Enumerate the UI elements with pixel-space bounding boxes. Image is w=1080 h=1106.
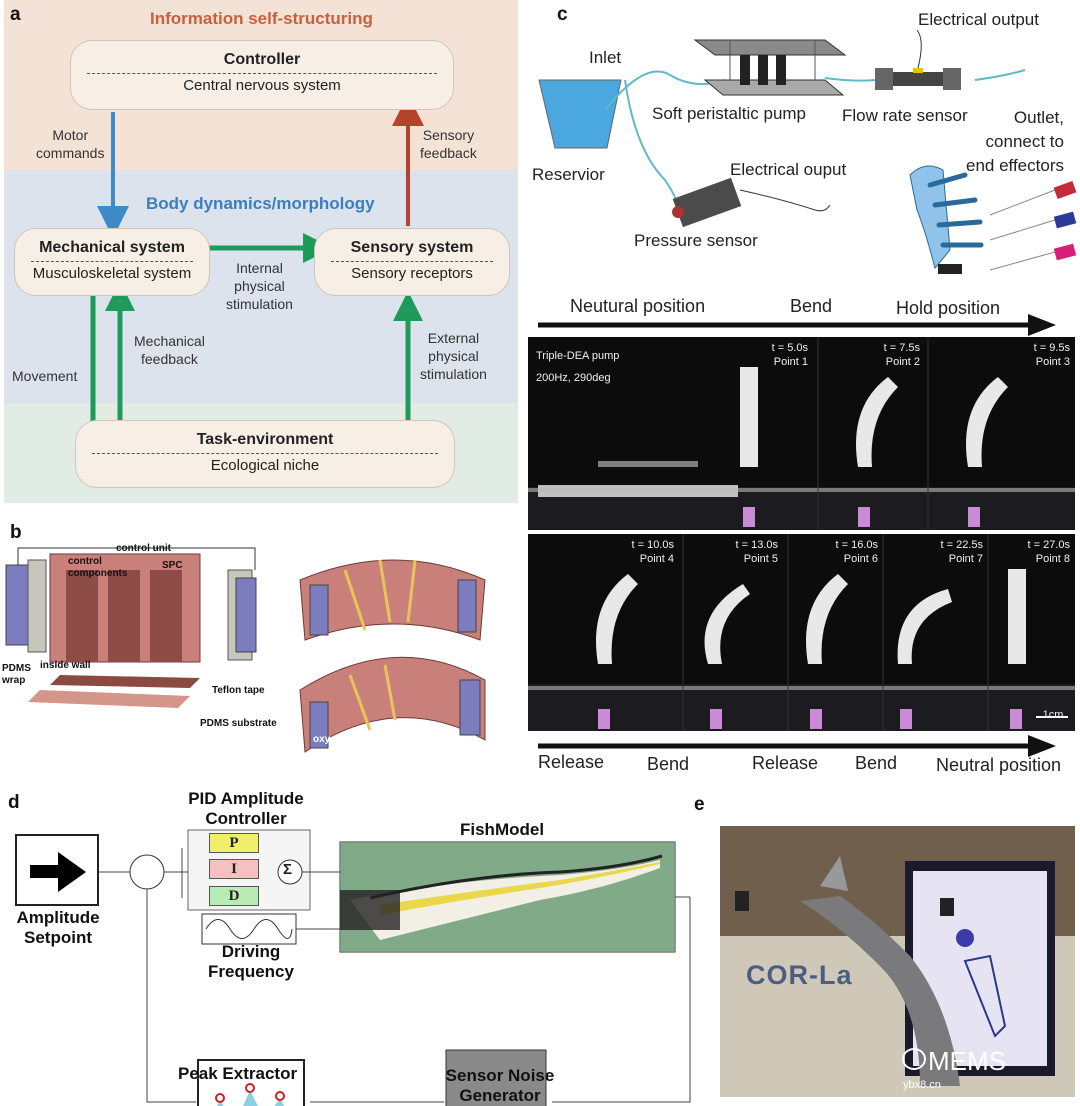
sensory-title: Sensory system [350,239,474,256]
bottom-arrow-label-4: Neutral position [936,755,1062,775]
controller-subtitle: Central nervous system [183,77,341,94]
bottom-timeline-arrow [538,735,1056,757]
movement-label: Movement [12,368,78,384]
electrical-output-label: Electrical output [918,10,1039,29]
panel-label-c: c [557,4,568,25]
inside-wall-label: inside wall [40,660,91,671]
panel-label-d: d [8,792,20,813]
band-title-information: Information self-structuring [150,9,373,28]
robot-photo: COR-La MEMS ybx8.cn [720,826,1075,1097]
fish-model-label: FishModel [460,820,545,839]
band-title-body: Body dynamics/morphology [146,194,375,213]
mechanical-title: Mechanical system [39,239,185,256]
task-subtitle: Ecological niche [210,457,320,474]
oxygen-label: oxygen [313,734,349,745]
pdms-substrate-label: PDMS substrate [200,718,277,729]
peak-extractor-label: Peak Extractor [178,1064,298,1083]
controller-title: Controller [223,51,301,68]
pid-i-block: I [209,859,259,879]
spc-actuator-illustration [5,547,486,753]
reservoir-label: Reservior [532,165,605,184]
inlet-label: Inlet [589,48,622,67]
task-box: Task-environment Ecological niche [75,420,455,488]
chat-icon [902,1048,926,1070]
watermark-url: ybx8.cn [903,1079,941,1091]
pid-p-block: P [209,833,259,853]
sensory-subtitle: Sensory receptors [351,265,473,282]
bottom-arrow-label-1: Bend [647,754,690,774]
top-arrow-label-1: Bend [790,296,833,316]
sum-symbol: Σ [283,861,293,878]
pid-d-block: D [209,886,259,906]
bottom-arrow-label-3: Bend [855,753,898,773]
flow-sensor-label: Flow rate sensor [842,106,968,125]
mechanical-box: Mechanical system Musculoskeletal system [14,228,210,296]
top-arrow-label-2: Hold position [896,298,1001,318]
sensory-box: Sensory system Sensory receptors [314,228,510,296]
panel-label-b: b [10,522,22,543]
top-timeline-arrow [538,314,1056,336]
panel-label-e: e [694,794,705,815]
pressure-sensor-label: Pressure sensor [634,231,758,250]
wall-text: COR-La [746,960,853,990]
soft-pump-label: Soft peristaltic pump [652,104,807,123]
controller-box: Controller Central nervous system [70,40,454,110]
watermark-text: MEMS [928,1046,1006,1076]
electrical-ouput-label: Electrical ouput [730,160,847,179]
control-unit-label: control unit [116,543,171,554]
pump-system-diagram [538,29,1077,274]
spc-label: SPC [162,560,183,571]
scale-bar-label: 1cm [1042,709,1064,721]
bottom-arrow-label-2: Release [752,753,819,773]
mechanical-subtitle: Musculoskeletal system [32,265,192,282]
top-arrow-label-0: Neutural position [570,296,706,316]
panel-label-a: a [10,4,21,25]
task-title: Task-environment [196,431,334,448]
control-loop-diagram [15,829,691,1106]
bottom-arrow-label-0: Release [538,752,605,772]
teflon-tape-label: Teflon tape [212,685,265,696]
